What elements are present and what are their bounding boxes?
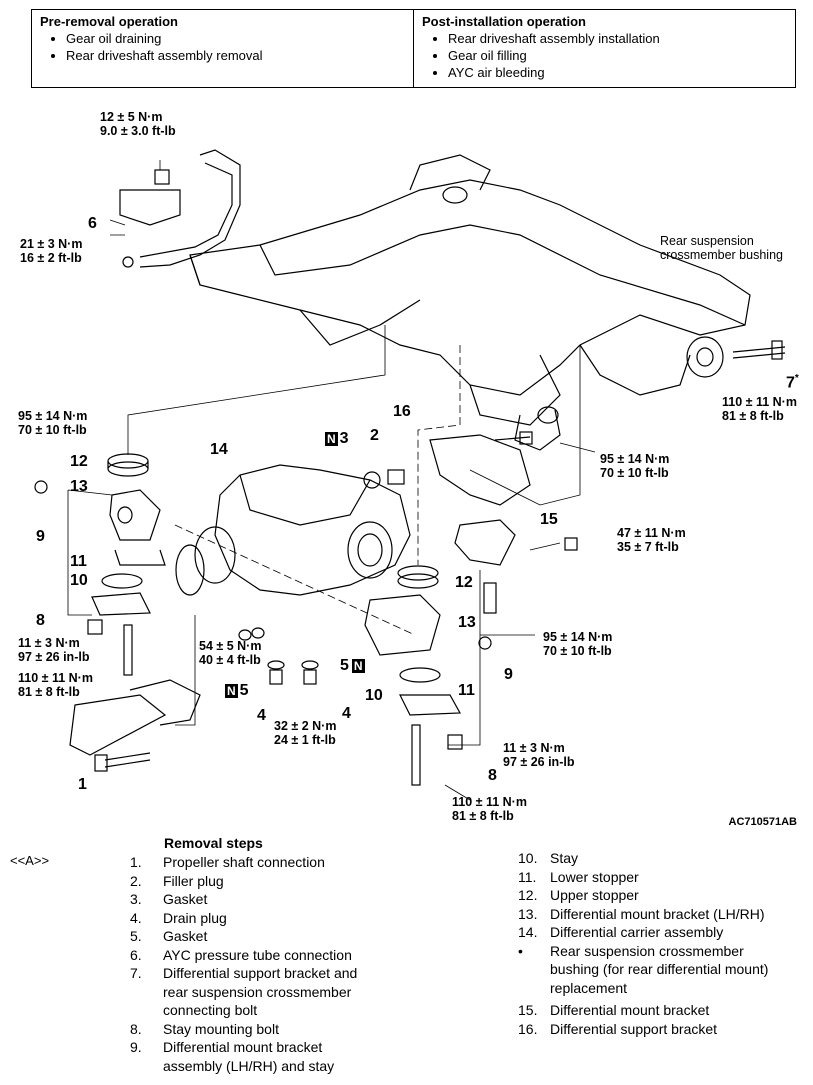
reference-mark: <<A>> — [10, 853, 50, 868]
removal-steps-right: 10.Stay 11.Lower stopper 12.Upper stoppe… — [518, 849, 808, 1038]
callout-2: 2 — [370, 427, 379, 444]
callout-11: 11 — [458, 682, 475, 699]
callout-10: 10 — [70, 572, 88, 589]
list-item: 16.Differential support bracket — [518, 1020, 718, 1037]
post-installation-list: Rear driveshaft assembly installation Ge… — [422, 30, 787, 81]
callout-12: 12 — [455, 574, 473, 591]
list-item: 9.Differential mount bracket assembly (L… — [130, 1039, 335, 1074]
callout-8: 8 — [488, 767, 497, 784]
removal-steps-left: 1.Propeller shaft connection 2.Filler pl… — [130, 853, 390, 1075]
pre-removal-header: Pre-removal operation — [40, 14, 178, 29]
callout-8: 8 — [36, 612, 45, 629]
list-item: 10.Stay — [518, 850, 579, 866]
pre-removal-list: Gear oil draining Rear driveshaft assemb… — [40, 30, 405, 64]
list-item: 6.AYC pressure tube connection — [130, 946, 352, 963]
list-item: 2.Filler plug — [130, 872, 224, 889]
callout-16: 16 — [393, 403, 411, 420]
callout-14: 14 — [210, 441, 228, 458]
list-item: •Rear suspension crossmember bushing (fo… — [518, 942, 769, 996]
operation-table: Pre-removal operation Gear oil draining … — [31, 9, 796, 88]
list-item: 11.Lower stopper — [518, 868, 639, 885]
callout-4: 4 — [342, 705, 351, 722]
callout-15: 15 — [540, 511, 558, 528]
post-installation-column: Post-installation operation Rear drivesh… — [413, 10, 795, 87]
post-installation-header: Post-installation operation — [422, 14, 586, 29]
callout-6: 6 — [88, 215, 97, 232]
callout-9: 9 — [504, 666, 513, 683]
list-item: 7.Differential support bracket and rear … — [130, 965, 358, 1018]
callout-7: 7* — [786, 373, 799, 392]
callout-4: 4 — [257, 707, 266, 724]
removal-steps-title: Removal steps — [164, 835, 263, 851]
callout-13: 13 — [458, 614, 476, 631]
callout-13: 13 — [70, 478, 88, 495]
list-item: Gear oil draining — [66, 30, 405, 47]
list-item: Gear oil filling — [448, 47, 787, 64]
list-item: 15.Differential mount bracket — [518, 1002, 710, 1018]
callout-1: 1 — [78, 776, 87, 793]
list-item: 12.Upper stopper — [518, 887, 639, 903]
list-item: 1.Propeller shaft connection — [130, 854, 325, 870]
callout-10: 10 — [365, 687, 383, 704]
figure-code: AC710571AB — [728, 816, 797, 828]
list-item: 8.Stay mounting bolt — [130, 1020, 279, 1037]
list-item: Rear driveshaft assembly installation — [448, 30, 787, 47]
list-item: Rear driveshaft assembly removal — [66, 47, 405, 64]
list-item: 14.Differential carrier assembly — [518, 924, 724, 940]
callout-9: 9 — [36, 528, 45, 545]
exploded-view-illustration — [34, 149, 786, 801]
list-item: 13.Differential mount bracket (LH/RH) — [518, 905, 765, 922]
list-item: 3.Gasket — [130, 891, 208, 907]
list-item: AYC air bleeding — [448, 64, 787, 81]
callout-12: 12 — [70, 453, 88, 470]
list-item: 5.Gasket — [130, 928, 208, 944]
list-item: 4.Drain plug — [130, 909, 227, 926]
pre-removal-column: Pre-removal operation Gear oil draining … — [32, 10, 413, 87]
callout-11: 11 — [70, 553, 87, 570]
